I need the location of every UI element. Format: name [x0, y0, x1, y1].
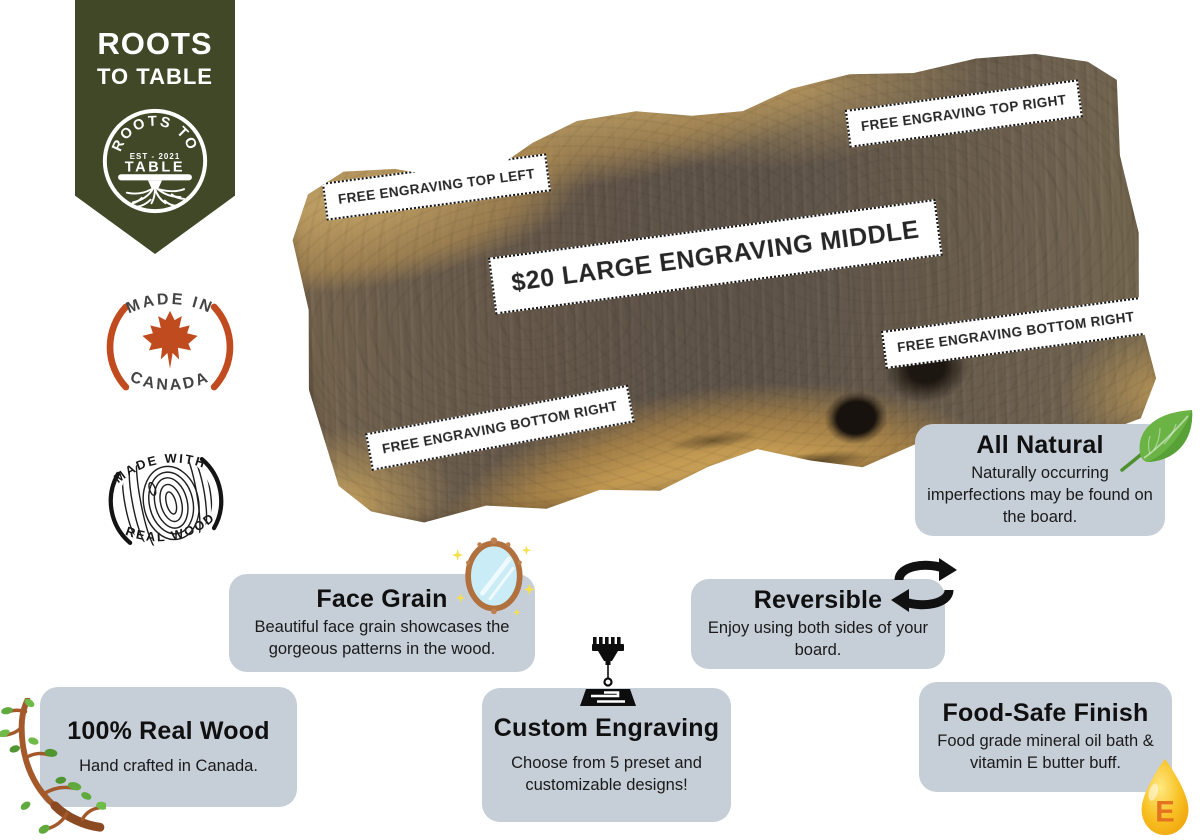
feature-body: Food grade mineral oil bath & vitamin E …: [937, 732, 1154, 772]
logo-table-text: TABLE: [125, 160, 186, 176]
engraver-icon: [580, 637, 636, 706]
feature-card-food-safe: Food-Safe Finish Food grade mineral oil …: [919, 682, 1172, 792]
feature-body: Naturally occurring imperfections may be…: [927, 464, 1153, 526]
made-with-real-wood-badge: MADE WITH REAL WOOD: [95, 430, 237, 572]
feature-card-real-wood: 100% Real Wood Hand crafted in Canada.: [40, 687, 297, 807]
brand-name-bottom: TO TABLE: [97, 64, 213, 89]
feature-body: Choose from 5 preset and customizable de…: [511, 753, 702, 794]
feature-body: Beautiful face grain showcases the gorge…: [254, 618, 510, 658]
oil-drop-icon: E: [1141, 758, 1189, 836]
mirror-icon: [451, 537, 535, 617]
branch-leaves: [0, 698, 106, 834]
svg-text:REAL WOOD: REAL WOOD: [121, 508, 220, 552]
vitamin-e-letter: E: [1155, 795, 1175, 828]
branch-icon: [0, 698, 106, 834]
logo-est-text: EST - 2021: [130, 152, 181, 161]
engraving-label-top-left: FREE ENGRAVING TOP LEFT: [322, 153, 551, 220]
brand-name-top: ROOTS: [97, 26, 213, 61]
svg-text:CANADA: CANADA: [128, 369, 213, 395]
engraving-label-bottom-left: FREE ENGRAVING BOTTOM RIGHT: [365, 385, 634, 471]
feature-body: Hand crafted in Canada.: [79, 756, 258, 775]
real-wood-text: REAL WOOD: [121, 508, 220, 552]
sparkle-icons: [451, 545, 535, 617]
leaf-icon: [1120, 410, 1193, 472]
feature-title: Reversible: [753, 586, 883, 615]
engraving-label-bottom-right: FREE ENGRAVING BOTTOM RIGHT: [881, 296, 1151, 368]
brand-pennant: ROOTS TO TABLE ROOTS TO EST - 2021 TABLE: [75, 0, 235, 254]
roots-to-table-logo-icon: ROOTS TO EST - 2021 TABLE: [102, 108, 208, 214]
maple-leaf-icon: [142, 310, 198, 369]
svg-text:ROOTS TO: ROOTS TO: [109, 114, 200, 154]
feature-body: Enjoy using both sides of your board.: [707, 619, 929, 659]
engraving-label-top-right: FREE ENGRAVING TOP RIGHT: [845, 79, 1083, 147]
logo-arc-text: ROOTS TO: [109, 114, 198, 154]
feature-title: Food-Safe Finish: [942, 699, 1149, 728]
feature-card-all-natural: All Natural Naturally occurring imperfec…: [915, 424, 1165, 536]
feature-title: Custom Engraving: [493, 713, 720, 742]
table-with-roots-icon: [118, 174, 192, 208]
made-in-canada-badge: MADE IN CANADA: [93, 270, 247, 424]
feature-title: All Natural: [976, 431, 1104, 460]
feature-title: 100% Real Wood: [67, 716, 270, 745]
canada-text: CANADA: [128, 369, 210, 395]
engraving-label-middle: $20 LARGE ENGRAVING MIDDLE: [488, 199, 943, 314]
feature-title: Face Grain: [316, 585, 448, 614]
feature-card-custom-engraving: Custom Engraving Choose from 5 preset an…: [482, 688, 731, 822]
flip-arrows-icon: [891, 558, 957, 612]
